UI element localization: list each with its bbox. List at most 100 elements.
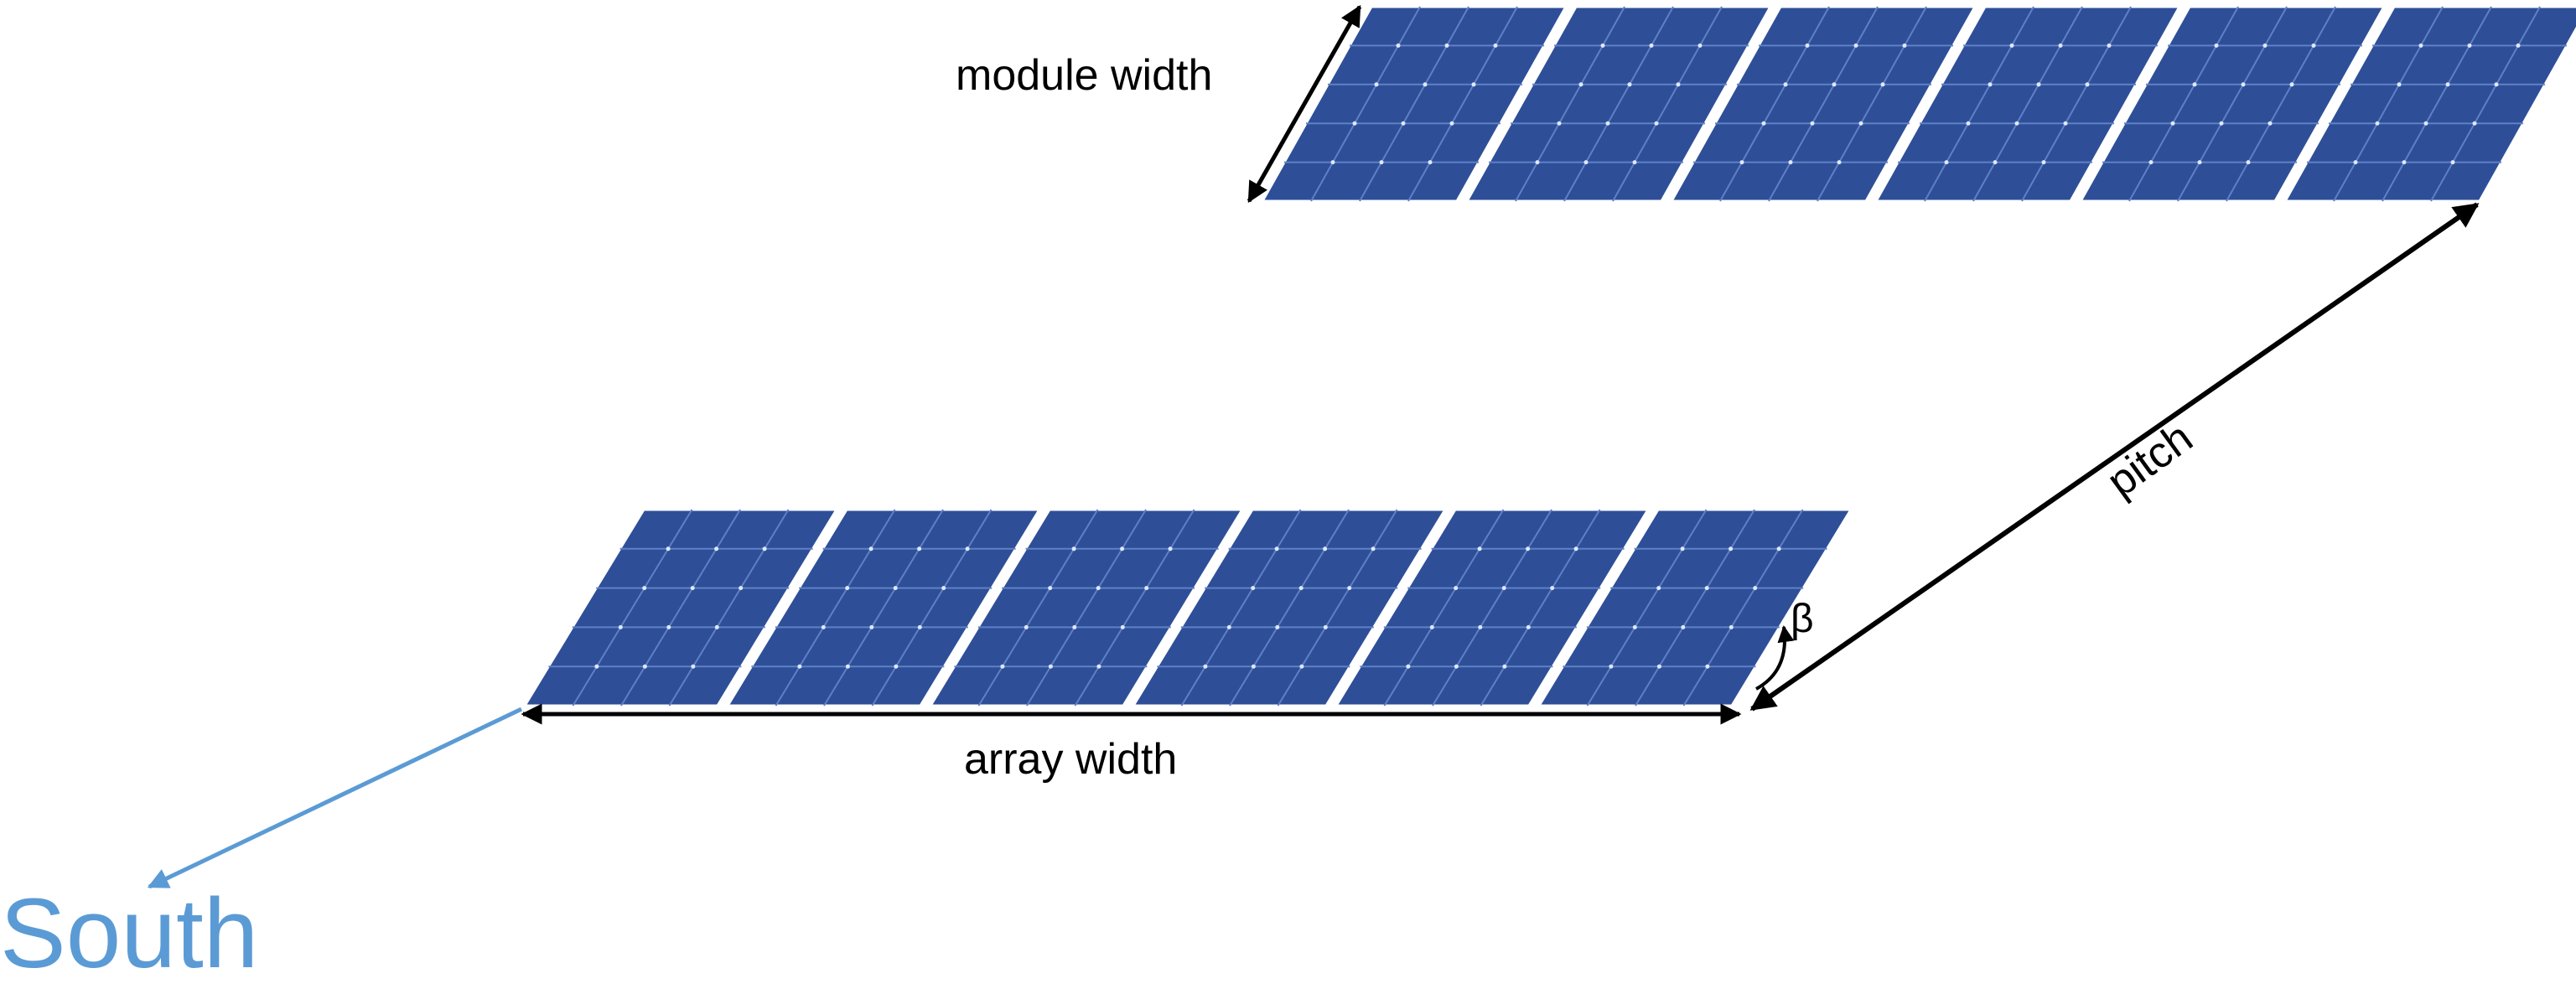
cell-corner-dot: [1880, 82, 1885, 87]
tilt-angle-arc: [1755, 625, 1795, 691]
cell-corner-dot: [1071, 546, 1076, 551]
cell-corner-dot: [1966, 121, 1971, 126]
solar-module: [928, 508, 1245, 707]
cell-corner-dot: [1501, 586, 1506, 591]
cell-corner-dot: [845, 664, 850, 669]
cell-corner-dot: [1251, 586, 1256, 591]
cell-divider: [1586, 509, 1708, 707]
solar-module: [725, 508, 1042, 707]
solar-module: [1669, 5, 1977, 203]
cell-corner-dot: [1449, 121, 1454, 126]
cell-divider: [1383, 509, 1505, 707]
cell-corner-dot: [1471, 82, 1476, 87]
cell-corner-dot: [1632, 160, 1637, 165]
cell-corner-dot: [1550, 586, 1555, 591]
cell-divider: [1229, 509, 1350, 707]
cell-corner-dot: [1423, 82, 1428, 87]
cell-corner-dot: [821, 624, 826, 629]
cell-divider: [1972, 6, 2083, 202]
cell-divider: [620, 509, 741, 707]
cell-corner-dot: [1526, 624, 1531, 629]
cell-corner-dot: [2516, 43, 2521, 48]
cell-divider: [2382, 6, 2492, 202]
cell-corner-dot: [2009, 43, 2014, 48]
cell-corner-dot: [762, 546, 767, 551]
cell-corner-dot: [1810, 121, 1815, 126]
cell-corner-dot: [1557, 121, 1562, 126]
cell-corner-dot: [1429, 624, 1434, 629]
cell-corner-dot: [2467, 43, 2472, 48]
cell-corner-dot: [1609, 664, 1614, 669]
cell-divider: [2226, 6, 2336, 202]
cell-corner-dot: [869, 624, 874, 629]
cell-divider: [1515, 6, 1625, 202]
cell-divider: [668, 509, 790, 707]
cell-corner-dot: [1048, 664, 1053, 669]
cell-corner-dot: [2241, 82, 2246, 87]
cell-corner-dot: [1274, 546, 1279, 551]
cell-divider: [2021, 6, 2132, 202]
cell-corner-dot: [1502, 664, 1507, 669]
cell-divider: [2177, 6, 2288, 202]
cell-corner-dot: [1024, 624, 1029, 629]
cell-corner-dot: [1120, 546, 1125, 551]
cell-corner-dot: [1226, 624, 1231, 629]
tilt-angle-label: β: [1791, 597, 1814, 641]
cell-divider: [2128, 6, 2239, 202]
cell-divider: [1180, 509, 1302, 707]
cell-corner-dot: [1144, 586, 1149, 591]
solar-module: [2283, 5, 2576, 203]
cell-corner-dot: [2014, 121, 2019, 126]
cell-corner-dot: [2450, 160, 2455, 165]
cell-corner-dot: [666, 624, 671, 629]
cell-corner-dot: [2353, 160, 2358, 165]
solar-module: [1874, 5, 2182, 203]
cell-corner-dot: [2472, 121, 2477, 126]
cell-corner-dot: [1526, 546, 1531, 551]
cell-corner-dot: [1323, 624, 1328, 629]
cell-corner-dot: [1298, 586, 1304, 591]
cell-corner-dot: [1120, 624, 1125, 629]
cell-corner-dot: [965, 546, 970, 551]
cell-corner-dot: [1656, 586, 1661, 591]
cell-corner-dot: [2085, 82, 2090, 87]
cell-corner-dot: [1729, 546, 1734, 551]
cell-corner-dot: [893, 586, 898, 591]
cell-divider: [1074, 509, 1195, 707]
cell-divider: [2333, 6, 2444, 202]
cell-divider: [1480, 509, 1601, 707]
cell-corner-dot: [1837, 160, 1842, 165]
cell-corner-dot: [1330, 160, 1335, 165]
cell-corner-dot: [2289, 82, 2294, 87]
cell-corner-dot: [1168, 546, 1173, 551]
cell-corner-dot: [739, 586, 744, 591]
cell-corner-dot: [797, 664, 802, 669]
cell-corner-dot: [2148, 160, 2154, 165]
cell-divider: [1635, 509, 1755, 707]
cell-divider: [2430, 6, 2541, 202]
cell-corner-dot: [642, 664, 647, 669]
cell-corner-dot: [1374, 82, 1379, 87]
cell-divider: [1432, 509, 1552, 707]
cell-divider: [871, 509, 993, 707]
cell-corner-dot: [666, 546, 671, 551]
solar-module: [2078, 5, 2387, 203]
cell-corner-dot: [1203, 664, 1208, 669]
cell-corner-dot: [1697, 43, 1703, 48]
cell-corner-dot: [1251, 664, 1256, 669]
cell-corner-dot: [1729, 624, 1734, 629]
cell-corner-dot: [714, 624, 719, 629]
cell-corner-dot: [1649, 43, 1654, 48]
cell-corner-dot: [1627, 82, 1632, 87]
cell-corner-dot: [1761, 121, 1766, 126]
cell-corner-dot: [1347, 586, 1352, 591]
cell-corner-dot: [1072, 624, 1077, 629]
cell-corner-dot: [642, 586, 647, 591]
cell-corner-dot: [1573, 546, 1578, 551]
module-width-dimension-arrow: [1247, 4, 1362, 204]
cell-corner-dot: [2402, 160, 2407, 165]
cell-corner-dot: [1406, 664, 1411, 669]
south-direction-arrow: [147, 707, 523, 889]
cell-corner-dot: [1048, 586, 1053, 591]
cell-corner-dot: [2418, 43, 2423, 48]
